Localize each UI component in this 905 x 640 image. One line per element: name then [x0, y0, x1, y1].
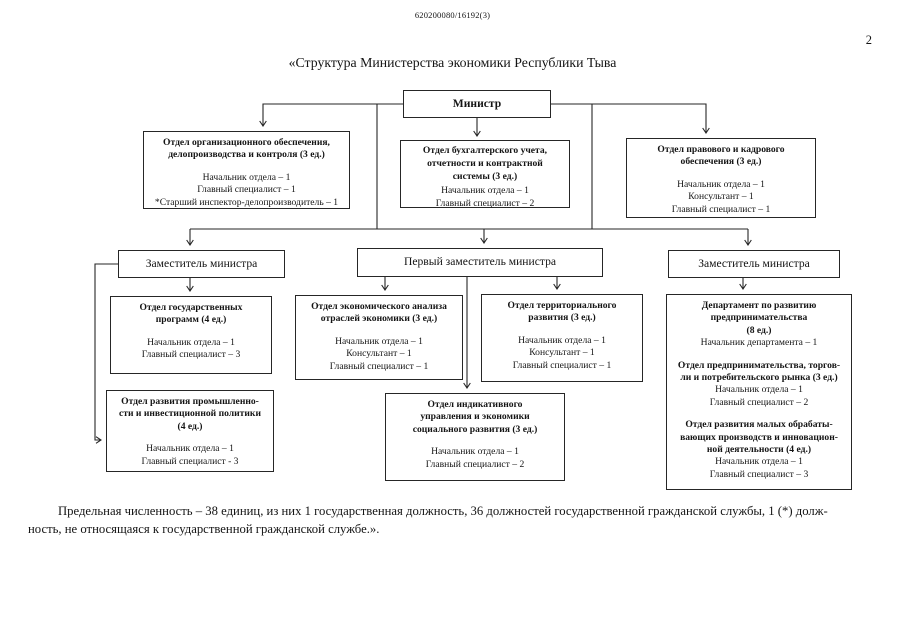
box-title-line: вающих производств и инновацион- — [680, 431, 838, 443]
box-staff-line: Начальник отдела – 1 — [202, 171, 291, 183]
box-staff-line: Главный специалист – 3 — [141, 349, 241, 361]
box-title-line: сти и инвестиционной политики — [119, 408, 261, 420]
org-box-minister: Министр — [403, 90, 551, 118]
box-staff-line: Начальник отдела – 1 — [715, 456, 803, 468]
box-title-line: Отдел правового и кадрового — [657, 144, 785, 155]
org-box-accounting: Отдел бухгалтерского учета, отчетности и … — [400, 140, 570, 209]
footer-line: Предельная численность – 38 единиц, из н… — [58, 504, 828, 518]
footer-line: ность, не относящаяся к государственной … — [28, 521, 380, 536]
box-staff-line: Начальник отдела – 1 — [146, 443, 234, 455]
box-title-line: Отдел экономического анализа — [311, 301, 447, 312]
box-title-line: Отдел государственных — [139, 302, 243, 313]
box-staff-line: Начальник департамента – 1 — [700, 337, 818, 349]
box-staff-line: Главный специалист – 1 — [197, 184, 296, 196]
box-staff-line: Заместитель министра — [698, 256, 810, 270]
doc-number: 620200080/16192(3) — [414, 10, 491, 20]
box-staff-line: Начальник отдела – 1 — [147, 336, 235, 348]
org-box-first-deputy: Первый заместитель министра — [357, 248, 603, 277]
footer-note: Предельная численность – 38 единиц, из н… — [28, 503, 879, 538]
box-title-line: Отдел бухгалтерского учета, — [422, 145, 548, 156]
box-title-line: Отдел предпринимательства, торгов- — [677, 359, 841, 371]
box-staff-line: Заместитель министра — [145, 256, 258, 270]
box-staff-line: Главный специалист - 3 — [141, 455, 239, 467]
box-title-line: Отдел индикативного — [427, 399, 523, 410]
box-title-line: системы (3 ед.) — [452, 171, 518, 183]
box-title-line: развития (3 ед.) — [528, 312, 596, 324]
box-staff-line: Главный специалист – 2 — [425, 458, 525, 470]
box-title-line: управления и экономики — [420, 411, 530, 423]
box-title-line: предпринимательства — [710, 312, 808, 324]
box-title-line: отчетности и контрактной — [427, 158, 543, 170]
box-title-line: программ (4 ед.) — [155, 314, 227, 326]
box-staff-line: Первый заместитель министра — [403, 255, 557, 269]
box-staff-line: *Старший инспектор-делопроизводитель – 1 — [154, 196, 339, 208]
box-title-line: Отдел развития промышленно- — [121, 396, 259, 407]
page-title: «Структура Министерства экономики Респуб… — [288, 55, 617, 70]
box-title-line: Департамент по развитию — [701, 300, 817, 311]
box-staff-line: Начальник отдела – 1 — [518, 334, 606, 346]
box-title-line: социального развития (3 ед.) — [412, 423, 538, 435]
box-title-line: Отдел организационного обеспечения, — [163, 137, 330, 148]
page-number: 2 — [865, 33, 872, 47]
box-title-line: Отдел территориального — [507, 300, 617, 311]
box-title-line: (8 ед.) — [746, 324, 772, 336]
org-box-deputy-right: Заместитель министра — [668, 250, 840, 278]
box-title-line: отраслей экономики (3 ед.) — [320, 313, 438, 325]
box-staff-line: Главный специалист – 2 — [709, 396, 809, 408]
box-staff-line: Главный специалист – 2 — [435, 197, 535, 209]
box-title-line: ли и потребительского рынка (3 ед.) — [680, 372, 838, 384]
box-title-line: делопроизводства и контроля (3 ед.) — [168, 149, 325, 161]
box-title-line: Отдел развития малых обрабаты- — [685, 419, 833, 431]
box-title-line: ной деятельности (4 ед.) — [706, 444, 812, 456]
box-staff-line: Начальник отдела – 1 — [431, 446, 519, 458]
box-staff-line: Начальник отдела – 1 — [715, 384, 803, 396]
box-staff-line: Консультант – 1 — [688, 191, 754, 203]
box-staff-line: Главный специалист – 1 — [329, 360, 429, 372]
box-staff-line: Консультант – 1 — [529, 347, 595, 359]
box-title-line: обеспечения (3 ед.) — [680, 156, 762, 168]
box-staff-line: Начальник отдела – 1 — [335, 335, 423, 347]
box-staff-line: Начальник отдела – 1 — [441, 184, 529, 196]
box-title-line: Министр — [452, 96, 502, 110]
org-box-org-support: Отдел организационного обеспечения,делоп… — [143, 131, 350, 209]
box-staff-line: Главный специалист – 3 — [709, 468, 809, 480]
box-staff-line: Начальник отдела – 1 — [677, 178, 765, 190]
box-staff-line: Главный специалист – 1 — [512, 359, 612, 371]
box-title-line: (4 ед.) — [177, 420, 203, 432]
box-staff-line: Главный специалист – 1 — [671, 203, 771, 215]
org-box-industry: Отдел развития промышленно-сти и инвести… — [106, 390, 274, 472]
box-staff-line: Консультант – 1 — [346, 348, 412, 360]
org-box-deputy-left: Заместитель министра — [118, 250, 285, 278]
